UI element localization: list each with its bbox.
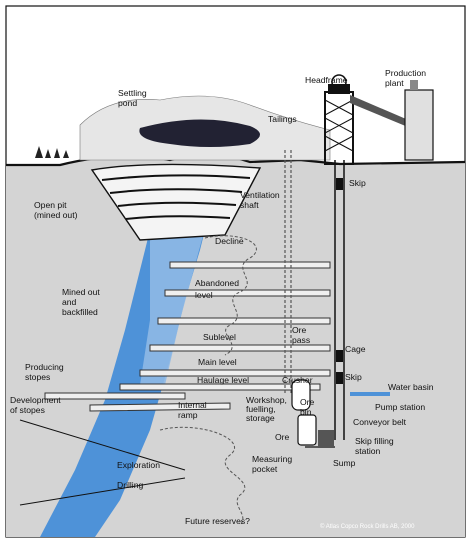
settling-pond-shape [139, 119, 260, 147]
label-mined-out: Mined out and backfilled [62, 287, 102, 317]
label-main-level: Main level [198, 357, 237, 367]
label-ore: Ore [275, 432, 290, 442]
main-shaft [334, 160, 345, 440]
label-skip-bottom: Skip [345, 372, 362, 382]
label-production-plant: Production plant [385, 68, 428, 88]
conveyor-to-plant [350, 95, 420, 132]
label-ore-pass: Ore pass [292, 325, 310, 345]
label-measuring-pocket: Measuring pocket [252, 454, 295, 474]
skip-lower [336, 372, 343, 384]
crusher-ore-bin [291, 379, 335, 448]
label-copyright: © Atlas Copco Rock Drills AB, 2000 [320, 523, 415, 530]
production-plant [404, 80, 434, 161]
label-ore-bin: Ore bin [300, 397, 317, 417]
ventilation-shaft [284, 150, 292, 395]
label-cage: Cage [345, 344, 366, 354]
label-sublevel: Sublevel [203, 332, 236, 342]
label-development-of-stopes: Development of stopes [10, 395, 63, 415]
label-ventilation-shaft: Ventilation shaft [240, 190, 282, 210]
label-drilling: Drilling [117, 480, 143, 490]
drifts [44, 392, 231, 412]
label-abandoned-level: Abandoned level [195, 278, 241, 300]
water-basin-shape [350, 392, 390, 396]
levels [119, 261, 331, 391]
label-skip-top: Skip [349, 178, 366, 188]
label-decline: Decline [215, 236, 244, 246]
headframe-structure [324, 74, 420, 165]
label-future-reserves: Future reserves? [185, 516, 250, 526]
skip-upper [336, 178, 343, 190]
label-open-pit: Open pit (mined out) [34, 200, 78, 220]
trees [35, 146, 69, 158]
label-producing-stopes: Producing stopes [25, 362, 66, 382]
label-workshop: Workshop, fuelling, storage [246, 395, 289, 423]
label-sump: Sump [333, 458, 356, 468]
label-settling-pond: Settling pond [118, 88, 149, 108]
open-pit-benches [101, 174, 251, 220]
label-internal-ramp: Internal ramp [178, 400, 209, 420]
label-haulage-level: Haulage level [197, 375, 249, 385]
label-pump-station: Pump station [375, 402, 425, 412]
label-crusher: Crusher [282, 375, 313, 385]
cage-box [336, 350, 343, 362]
decline-ramp [159, 235, 257, 526]
label-skip-filling-station: Skip filling station [355, 436, 396, 456]
label-exploration: Exploration [117, 460, 160, 470]
label-tailings: Tailings [268, 114, 297, 124]
drill-holes [19, 419, 186, 506]
label-conveyor-belt: Conveyor belt [353, 417, 407, 427]
label-headframe: Headframe [305, 75, 348, 85]
label-water-basin: Water basin [388, 382, 434, 392]
